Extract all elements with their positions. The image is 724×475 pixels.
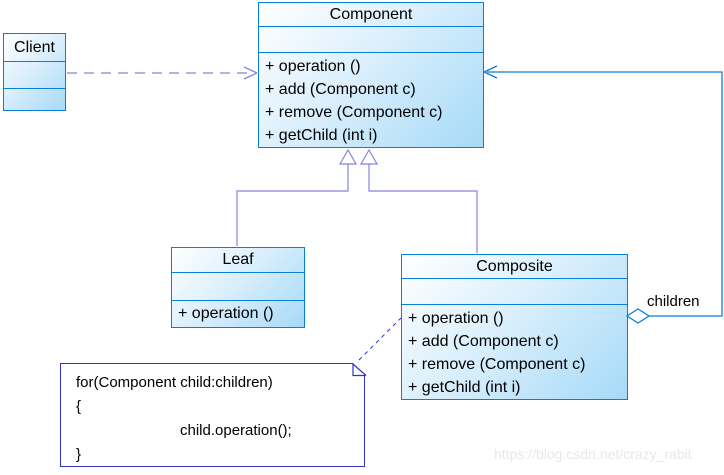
generalization-line-composite: [368, 164, 478, 253]
generalization-line-leaf: [236, 164, 349, 246]
children-role-label: children: [647, 293, 700, 310]
leaf-method-operation: + operation (): [178, 305, 274, 322]
code-note: for(Component child:children) { child.op…: [60, 363, 365, 467]
component-method-remove: + remove (Component c): [265, 104, 443, 121]
composite-method-getchild: + getChild (int i): [408, 379, 521, 396]
component-method-add: + add (Component c): [265, 81, 416, 98]
composite-method-remove: + remove (Component c): [408, 356, 586, 373]
note-anchor-line: [358, 317, 402, 361]
note-line: {: [76, 398, 82, 415]
aggregation-diamond-icon: [625, 308, 651, 324]
composite-attributes-compartment: [402, 279, 627, 305]
composite-method-operation: + operation (): [408, 310, 504, 327]
dependency-arrowhead-icon: [243, 66, 258, 80]
class-box-leaf: Leaf + operation (): [171, 247, 305, 328]
note-line: }: [76, 446, 82, 463]
component-attributes-compartment: [259, 27, 483, 53]
note-line: for(Component child:children): [76, 374, 273, 391]
component-method-getchild: + getChild (int i): [265, 127, 378, 144]
class-title-component: Component: [259, 3, 483, 27]
class-title-leaf: Leaf: [172, 248, 304, 273]
class-box-client: Client: [3, 33, 66, 111]
leaf-attributes-compartment: [172, 273, 304, 301]
watermark-text: https://blog.csdn.net/crazy_rabit: [494, 446, 692, 462]
client-attributes-compartment: [4, 62, 65, 89]
composite-methods-compartment: + operation () + add (Component c) + rem…: [402, 305, 627, 399]
class-title-composite: Composite: [402, 255, 627, 279]
component-method-operation: + operation (): [265, 58, 361, 75]
aggregation-arrowhead-icon: [483, 65, 498, 79]
generalization-triangle-icon-composite: [359, 148, 379, 165]
note-line: child.operation();: [180, 422, 292, 439]
class-box-composite: Composite + operation () + add (Componen…: [401, 254, 628, 400]
class-title-client: Client: [4, 34, 65, 62]
leaf-methods-compartment: + operation (): [172, 301, 304, 327]
class-box-component: Component + operation () + add (Componen…: [258, 2, 484, 148]
composite-method-add: + add (Component c): [408, 333, 559, 350]
generalization-triangle-icon-leaf: [338, 148, 358, 165]
component-methods-compartment: + operation () + add (Component c) + rem…: [259, 53, 483, 147]
